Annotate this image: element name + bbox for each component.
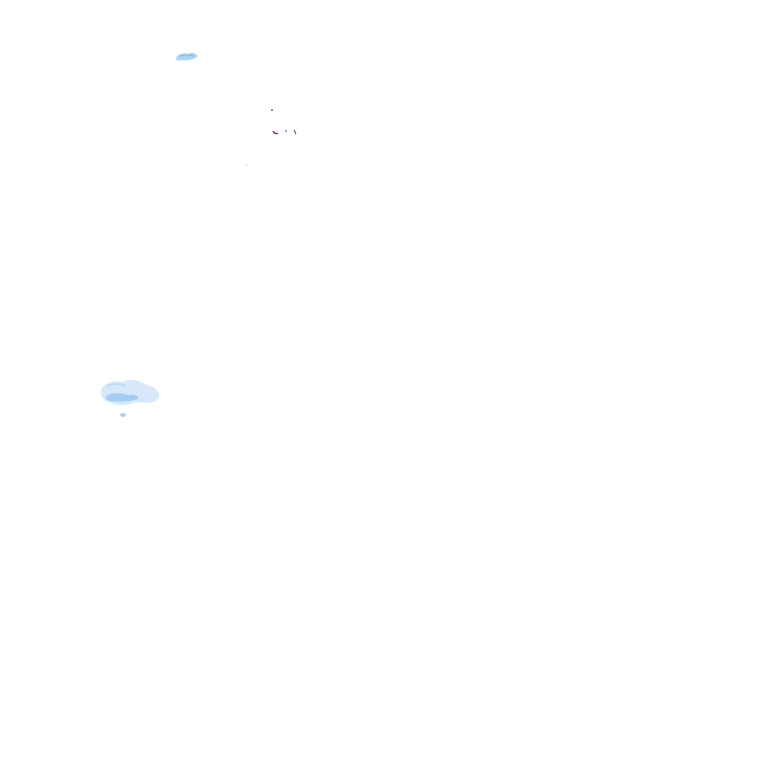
large-blue-smudge-drip	[120, 413, 126, 417]
large-blue-smudge-outer	[100, 379, 160, 405]
small-blue-smudge-shape	[176, 52, 198, 61]
speck-dot	[271, 109, 273, 111]
large-blue-smudge-inner	[105, 393, 139, 402]
speck-tick	[293, 129, 297, 135]
dark-speck-cluster	[271, 109, 297, 135]
faint-speck	[246, 164, 248, 166]
speck-dot	[246, 164, 248, 166]
small-blue-smudge	[176, 52, 198, 61]
small-blue-smudge-highlight	[179, 54, 195, 57]
speck-curve	[272, 130, 279, 135]
speck-dot	[285, 130, 287, 132]
large-blue-smudge	[100, 379, 160, 417]
large-blue-smudge-top	[107, 383, 127, 387]
